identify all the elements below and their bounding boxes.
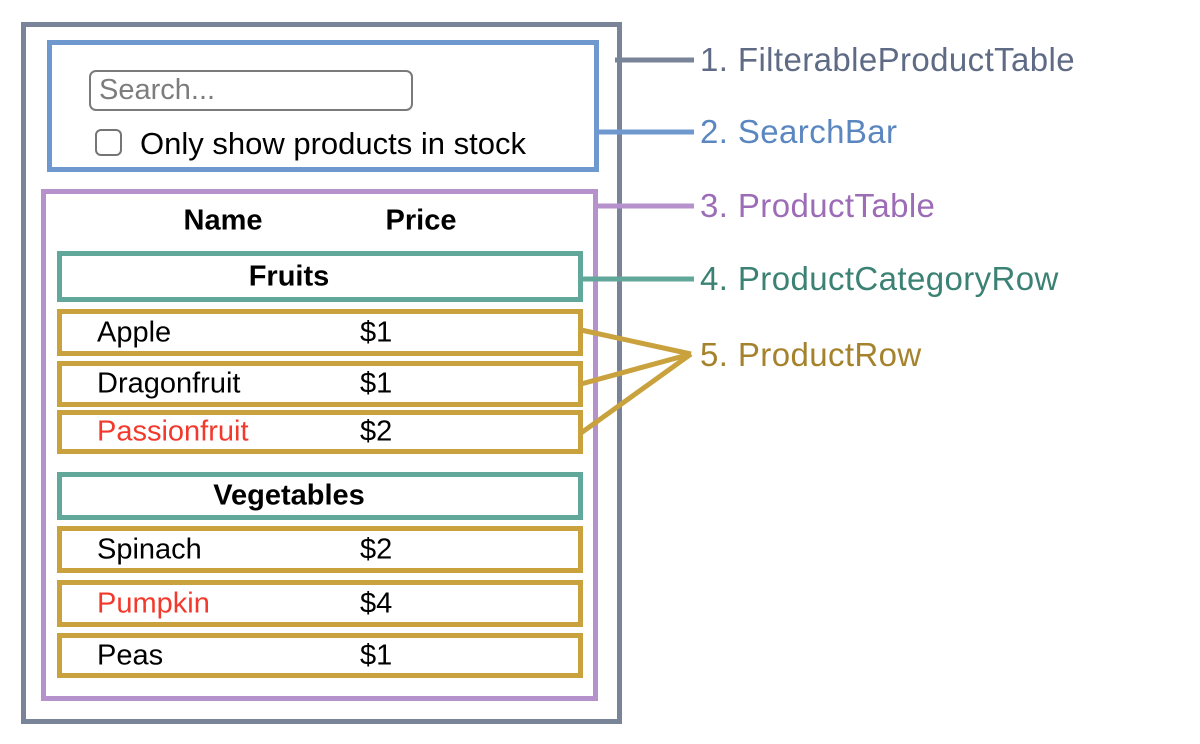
product-price: $1 [360,367,393,400]
product-name: Peas [97,639,164,671]
product-name: Pumpkin [97,587,210,619]
product-row-peas: Peas $1 [57,633,583,678]
product-price: $1 [360,639,393,671]
category-label: Fruits [248,260,330,292]
column-header-price: Price [385,204,457,237]
product-row-spinach: Spinach $2 [57,526,583,573]
label-search-bar: 2. SearchBar [700,113,898,150]
product-category-row-vegetables: Vegetables [57,472,583,520]
product-table-box [41,189,598,701]
in-stock-checkbox[interactable] [95,129,122,156]
search-input[interactable] [89,70,413,111]
product-name: Dragonfruit [97,367,241,400]
product-row-dragonfruit: Dragonfruit $1 [57,361,583,407]
product-row-passionfruit: Passionfruit $2 [57,410,583,454]
label-filterable-product-table: 1. FilterableProductTable [700,41,1076,78]
label-product-table: 3. ProductTable [700,187,936,224]
search-bar-box [47,40,599,172]
product-price: $4 [360,587,393,619]
column-header-name: Name [183,204,263,237]
in-stock-checkbox-label: Only show products in stock [140,126,526,161]
label-product-row: 5. ProductRow [700,336,922,373]
category-label: Vegetables [213,479,365,512]
product-name: Spinach [97,533,202,565]
label-product-category-row: 4. ProductCategoryRow [700,260,1059,297]
product-row-pumpkin: Pumpkin $4 [57,580,583,627]
product-name: Passionfruit [97,415,249,448]
product-price: $2 [360,533,393,565]
product-price: $1 [360,316,393,348]
product-category-row-fruits: Fruits [57,251,583,302]
product-row-apple: Apple $1 [57,309,583,356]
product-price: $2 [360,415,393,448]
product-name: Apple [97,316,172,348]
